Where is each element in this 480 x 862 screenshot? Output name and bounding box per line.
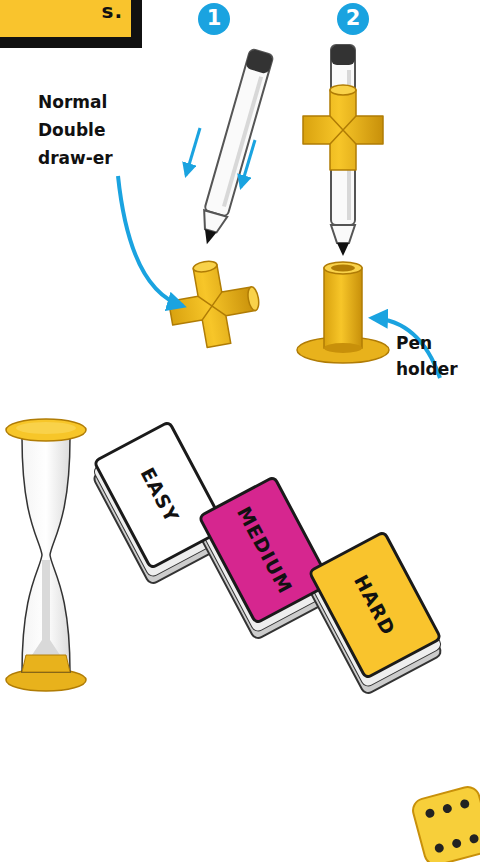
heading-text: s. bbox=[101, 0, 123, 23]
double-drawer bbox=[303, 85, 383, 170]
callout-number: 2 bbox=[343, 6, 363, 30]
hourglass bbox=[6, 419, 86, 691]
part-name: Pen holder bbox=[396, 330, 456, 382]
die bbox=[410, 784, 480, 862]
leader-arrow bbox=[118, 176, 183, 306]
callout-circle bbox=[198, 3, 230, 35]
card-label: EASY bbox=[136, 464, 183, 527]
card-label: MEDIUM bbox=[233, 503, 297, 597]
card-label: HARD bbox=[350, 571, 400, 639]
marker-pen bbox=[195, 49, 273, 248]
part-name: Normal Double draw-er bbox=[38, 88, 128, 172]
motion-arrow bbox=[241, 140, 255, 187]
motion-arrow bbox=[186, 128, 200, 175]
heading-banner: s. bbox=[0, 0, 134, 40]
callout-number: 1 bbox=[204, 6, 224, 30]
pen-holder bbox=[297, 262, 389, 363]
callout-circle bbox=[337, 3, 369, 35]
